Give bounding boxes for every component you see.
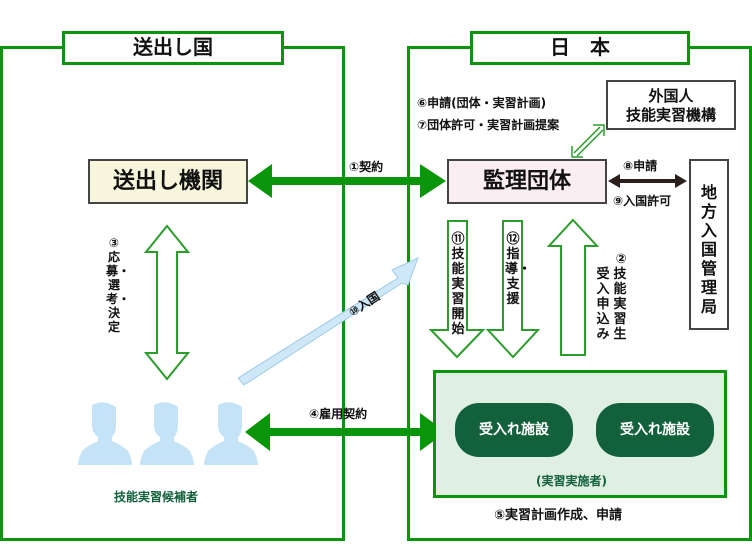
otit-line1: 外国人 [648, 87, 694, 105]
person-icon [140, 402, 194, 465]
person-icon [204, 402, 258, 465]
japan-title: 日 本 [470, 31, 690, 65]
step11-label: ⑪技能実習開始 [451, 232, 465, 337]
step2-col-1: 受入申込み [596, 267, 610, 342]
facility-button-2: 受入れ施設 [596, 403, 714, 457]
step4-label: ④雇用契約 [309, 407, 368, 421]
otit-box: 外国人 技能実習機構 [606, 80, 736, 130]
step2-col-2: 技能実習生 [613, 267, 627, 342]
immigration-arrow [608, 174, 687, 188]
step12-label: ⑫指導・支援 [505, 232, 532, 307]
sending-org-box: 送出し機関 [88, 159, 248, 204]
selection-arrow [143, 224, 191, 381]
otit-line2: 技能実習機構 [625, 106, 716, 124]
implementer-label: (実習実施者) [536, 474, 607, 488]
step6-label: ⑥申請(団体・実習計画) [417, 96, 547, 110]
facility-button-1: 受入れ施設 [455, 403, 573, 457]
guidance-arrow [485, 220, 541, 359]
step3-label: ③応募・選考・決定 [106, 236, 131, 334]
immigration-bureau-box: 地方入国管理局 [689, 159, 729, 330]
candidates-label: 技能実習候補者 [114, 490, 199, 504]
sending-org-label: 送出し機関 [112, 169, 223, 194]
otit-link-arrow [571, 124, 605, 158]
contract-arrow [248, 164, 446, 198]
step1-label: ①契約 [349, 160, 384, 174]
step2-number: ② [615, 252, 627, 267]
step5-label: ⑤実習計画作成、申請 [494, 508, 623, 523]
sending-country-title: 送出し国 [62, 31, 284, 65]
immigration-bureau-label: 地方入国管理局 [701, 183, 718, 316]
employment-contract-arrow [245, 413, 446, 451]
entry-arrow [237, 257, 419, 386]
training-start-arrow [428, 220, 486, 359]
step7-label: ⑦団体許可・実習計画提案 [417, 118, 560, 132]
supervising-org-box: 監理団体 [447, 159, 607, 204]
person-icon [78, 402, 132, 465]
step9-label: ⑨入国許可 [613, 194, 672, 208]
step8-label: ⑧申請 [623, 159, 658, 173]
supervising-org-label: 監理団体 [482, 169, 571, 194]
application-arrow [546, 218, 600, 356]
